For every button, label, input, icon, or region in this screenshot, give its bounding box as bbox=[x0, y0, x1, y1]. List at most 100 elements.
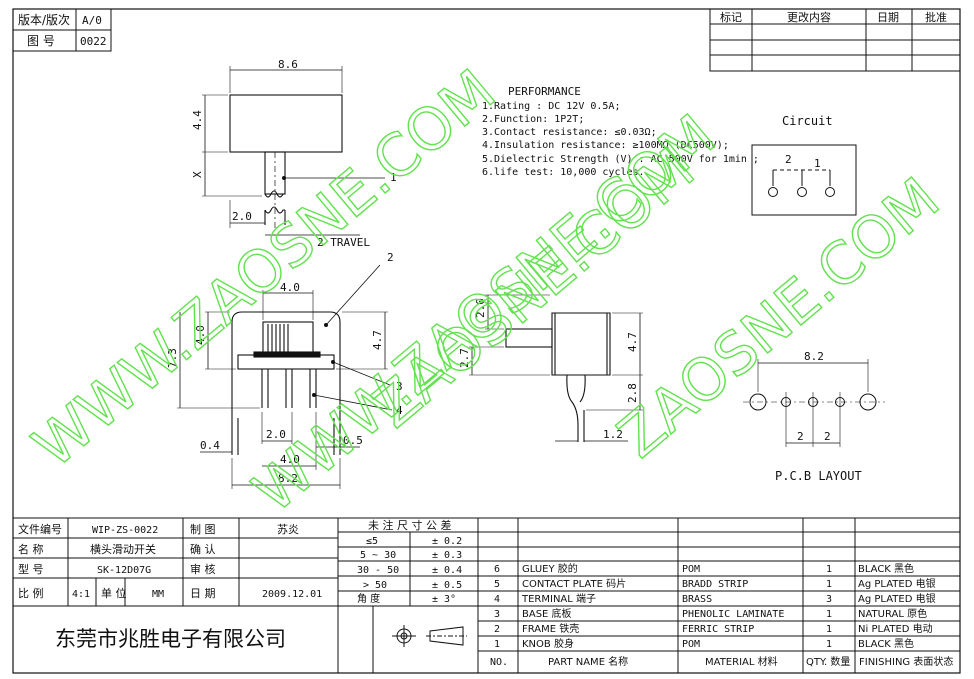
circuit-label-1: 1 bbox=[814, 157, 821, 170]
bom-header-no: NO. bbox=[490, 657, 508, 668]
height-40-dim: 4.0 bbox=[194, 325, 207, 345]
bom-row-4-part: TERMINAL 端子 bbox=[521, 592, 596, 605]
version-label: 版本/版次 bbox=[18, 13, 70, 27]
sheet-border bbox=[12, 8, 961, 674]
circuit-label-2: 2 bbox=[785, 153, 792, 166]
callout-2: 2 bbox=[387, 251, 394, 264]
bom-header-finishing: FINISHING 表面状态 bbox=[859, 655, 953, 668]
height-47-dim: 4.7 bbox=[371, 330, 384, 350]
bom-row-3-no: 3 bbox=[494, 609, 500, 620]
top-height-dim: 4.4 bbox=[191, 110, 204, 130]
bom-row-4-no: 4 bbox=[494, 594, 500, 605]
name-label: 名 称 bbox=[18, 542, 44, 556]
tol-value-3: ± 0.4 bbox=[432, 565, 462, 576]
drawn-value: 苏炎 bbox=[277, 523, 299, 536]
rev-header-date: 日期 bbox=[877, 11, 899, 24]
bom-row-5-material: BRADD STRIP bbox=[682, 579, 748, 590]
tol-range-2: 5 ~ 30 bbox=[360, 550, 396, 561]
bom-row-3-finish: NATURAL 原色 bbox=[858, 607, 927, 620]
bom-row-2-material: FERRIC STRIP bbox=[682, 624, 754, 635]
circuit-diagram bbox=[751, 144, 857, 216]
bom-row-3-part: BASE 底板 bbox=[522, 607, 572, 620]
top-offset-dim: 2.0 bbox=[232, 210, 252, 223]
file-no-label: 文件编号 bbox=[18, 522, 62, 536]
drawing-no-value: 0022 bbox=[80, 35, 107, 48]
bom-row-2-finish: Ni PLATED 电动 bbox=[858, 622, 933, 635]
bom-row-4-qty: 3 bbox=[826, 594, 832, 605]
file-no-value: WIP-ZS-0022 bbox=[92, 525, 158, 536]
review-label: 审 核 bbox=[190, 562, 216, 576]
performance-line-4: 4.Insulation resistance: ≥100MΩ (DC500V)… bbox=[482, 140, 729, 151]
side-d12: 1.2 bbox=[603, 428, 623, 441]
unit-value: MM bbox=[152, 589, 164, 600]
performance-line-2: 2.Function: 1P2T; bbox=[482, 114, 584, 125]
rev-header-mark: 标记 bbox=[720, 10, 742, 24]
bom-row-3-material: PHENOLIC LAMINATE bbox=[682, 609, 784, 620]
rev-header-content: 更改内容 bbox=[787, 10, 831, 24]
bom-row-1-qty: 1 bbox=[826, 639, 832, 650]
performance-line-5: 5.Dielectric Strength (V) : AC 500V for … bbox=[482, 154, 759, 165]
bom-row-6-qty: 1 bbox=[826, 564, 832, 575]
performance-line-6: 6.life test: 10,000 cycles. bbox=[482, 167, 645, 178]
bom-row-3-qty: 1 bbox=[826, 609, 832, 620]
tol-value-4: ± 0.5 bbox=[432, 580, 462, 591]
bom-header-material: MATERIAL 材料 bbox=[705, 655, 778, 668]
tol-range-4: > 50 bbox=[363, 580, 387, 591]
name-value: 横头滑动开关 bbox=[90, 542, 156, 556]
pcb-layout bbox=[743, 359, 885, 447]
bom-row-1-finish: BLACK 黑色 bbox=[858, 637, 914, 650]
unit-label: 单 位 bbox=[101, 586, 127, 600]
bom-row-1-no: 1 bbox=[494, 639, 500, 650]
rev-header-approve: 批准 bbox=[925, 10, 947, 24]
company-name: 东莞市兆胜电子有限公司 bbox=[55, 627, 286, 651]
version-block bbox=[12, 8, 112, 52]
performance-line-1: 1.Rating : DC 12V 0.5A; bbox=[482, 101, 620, 112]
tol-range-5: 角 度 bbox=[357, 592, 380, 605]
bom-row-5-no: 5 bbox=[494, 579, 500, 590]
pin-spacing-dim: 2.0 bbox=[266, 428, 286, 441]
scale-label: 比 例 bbox=[18, 586, 44, 600]
bom-row-4-finish: Ag PLATED 电银 bbox=[858, 592, 936, 605]
tol-value-1: ± 0.2 bbox=[432, 536, 462, 547]
pcb-pitch-b: 2 bbox=[824, 430, 831, 443]
bom-row-5-part: CONTACT PLATE 码片 bbox=[522, 577, 626, 590]
pin-thickness-dim: 0.4 bbox=[200, 439, 220, 452]
date-label: 日 期 bbox=[190, 587, 216, 600]
side-d27: 2.7 bbox=[458, 348, 471, 368]
top-width-dim: 8.6 bbox=[278, 58, 298, 71]
callout-4: 4 bbox=[396, 404, 403, 417]
pcb-pitch-a: 2 bbox=[797, 430, 804, 443]
tol-range-1: ≤5 bbox=[366, 536, 378, 547]
bom-row-2-no: 2 bbox=[494, 624, 500, 635]
drawing-no-label: 图 号 bbox=[27, 34, 55, 48]
front-view bbox=[177, 264, 393, 489]
side-view bbox=[469, 294, 643, 442]
pin-gap-dim: 0.5 bbox=[343, 434, 363, 447]
knob-width-dim: 4.0 bbox=[280, 281, 300, 294]
side-d47: 4.7 bbox=[626, 332, 639, 352]
bom-row-1-part: KNOB 胶身 bbox=[522, 637, 574, 650]
tol-range-3: 30 - 50 bbox=[357, 565, 399, 576]
bom-row-5-qty: 1 bbox=[826, 579, 832, 590]
tolerance-title: 未 注 尺 寸 公 差 bbox=[368, 518, 451, 532]
pcb-span-dim: 8.2 bbox=[804, 350, 824, 363]
scale-value: 4:1 bbox=[72, 589, 90, 600]
bom-header-part: PART NAME 名称 bbox=[548, 655, 628, 668]
bom-row-6-finish: BLACK 黑色 bbox=[858, 562, 914, 575]
projection-symbol-icon bbox=[392, 625, 467, 647]
side-d28: 2.8 bbox=[626, 383, 639, 403]
performance-line-3: 3.Contact resistance: ≤0.03Ω; bbox=[482, 127, 657, 138]
model-label: 型 号 bbox=[18, 562, 44, 576]
circuit-title: Circuit bbox=[782, 114, 833, 128]
revision-table bbox=[709, 8, 961, 72]
bom-row-2-part: FRAME 铁壳 bbox=[522, 622, 579, 635]
performance-title: PERFORMANCE bbox=[508, 85, 581, 98]
tol-value-2: ± 0.3 bbox=[432, 550, 462, 561]
bom-row-2-qty: 1 bbox=[826, 624, 832, 635]
model-value: SK-12D07G bbox=[97, 565, 151, 576]
callout-3: 3 bbox=[396, 380, 403, 393]
version-value: A/0 bbox=[82, 14, 102, 27]
title-block-grid bbox=[13, 517, 960, 673]
total-width-dim: 8.2 bbox=[278, 472, 298, 485]
